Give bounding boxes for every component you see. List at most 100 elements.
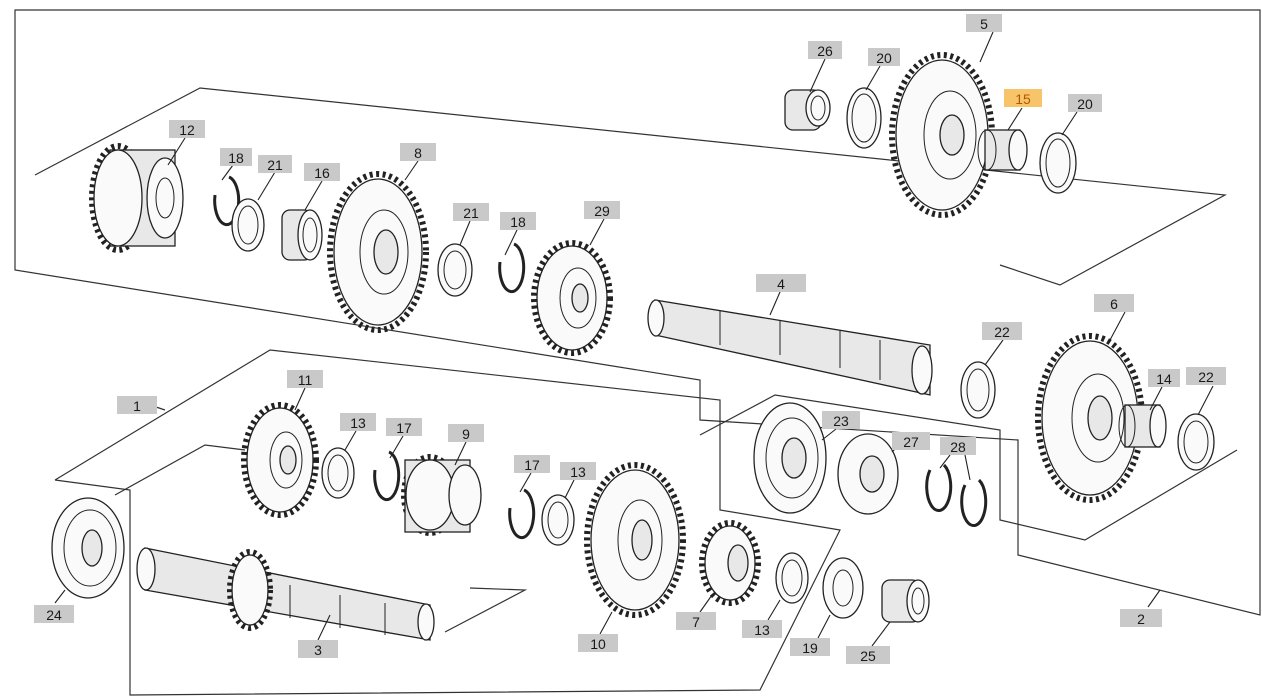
callout-number: 3 — [314, 642, 322, 658]
callout-number: 23 — [833, 413, 849, 429]
callout-box — [822, 411, 860, 429]
callout-22[interactable]: 22 — [1186, 367, 1226, 385]
part-28-circlip-b — [960, 478, 988, 528]
callout-25[interactable]: 25 — [846, 646, 890, 664]
callout-number: 11 — [298, 372, 313, 388]
callout-box — [892, 432, 930, 450]
callout-23[interactable]: 23 — [822, 411, 860, 429]
callout-16[interactable]: 16 — [304, 163, 340, 181]
callout-18[interactable]: 18 — [220, 148, 252, 166]
part-14-bushing — [1118, 404, 1167, 448]
callout-box — [400, 143, 436, 161]
leader-12 — [167, 137, 186, 166]
callout-number: 19 — [802, 640, 818, 656]
part-23-ball-bearing — [753, 402, 827, 514]
leader-13b — [564, 479, 575, 499]
part-26-needle-bearing — [784, 89, 831, 131]
callout-5[interactable]: 5 — [966, 14, 1002, 32]
callout-number: 29 — [594, 203, 610, 219]
callout-14[interactable]: 14 — [1148, 369, 1180, 387]
leader-19 — [817, 614, 831, 639]
callout-29[interactable]: 29 — [584, 201, 620, 219]
callout-9[interactable]: 9 — [448, 424, 484, 442]
leader-21b — [459, 220, 471, 246]
callout-number: 13 — [570, 464, 586, 480]
callout-6[interactable]: 6 — [1094, 294, 1134, 312]
callout-number: 16 — [314, 165, 330, 181]
leader-29 — [589, 218, 605, 246]
leader-4 — [769, 291, 781, 316]
counter-shaft-group-outline — [54, 349, 841, 696]
callout-box — [578, 634, 618, 652]
part-9-gear — [401, 454, 482, 536]
callout-box — [756, 274, 806, 292]
callout-box — [982, 322, 1022, 340]
callout-21[interactable]: 21 — [453, 203, 489, 221]
callout-26[interactable]: 26 — [808, 41, 842, 59]
callout-10[interactable]: 10 — [578, 634, 618, 652]
leader-8 — [404, 160, 419, 181]
callout-box — [298, 640, 338, 658]
callout-24[interactable]: 24 — [34, 605, 74, 623]
callout-21[interactable]: 21 — [258, 155, 292, 173]
callout-number: 17 — [396, 420, 412, 436]
callout-28[interactable]: 28 — [940, 437, 976, 455]
callout-19[interactable]: 19 — [790, 638, 830, 656]
callout-22[interactable]: 22 — [982, 322, 1022, 340]
callout-17[interactable]: 17 — [386, 418, 422, 436]
callout-4[interactable]: 4 — [756, 274, 806, 292]
callout-12[interactable]: 12 — [169, 120, 205, 138]
callout-number: 27 — [903, 434, 919, 450]
callout-13[interactable]: 13 — [560, 462, 596, 480]
right-group-outline — [699, 394, 1238, 541]
callout-11[interactable]: 11 — [287, 370, 323, 388]
callout-number: 8 — [414, 145, 422, 161]
leader-6 — [1109, 311, 1126, 341]
callout-20[interactable]: 20 — [1068, 94, 1102, 112]
part-22-washer-a — [960, 361, 996, 419]
leader-3 — [317, 614, 331, 641]
callout-box — [117, 396, 157, 414]
leader-10 — [599, 611, 613, 635]
callout-box — [966, 14, 1002, 32]
leader-17b — [519, 472, 532, 493]
callout-15[interactable]: 15 — [1004, 89, 1042, 107]
callout-number: 13 — [754, 622, 770, 638]
callout-number: 2 — [1137, 611, 1145, 627]
callout-box — [500, 212, 536, 230]
callout-box — [1004, 89, 1042, 107]
callout-27[interactable]: 27 — [892, 432, 930, 450]
callout-17[interactable]: 17 — [514, 455, 550, 473]
callout-number: 22 — [994, 324, 1010, 340]
callout-13[interactable]: 13 — [340, 413, 376, 431]
leader-28 — [939, 454, 971, 481]
callout-number: 26 — [817, 43, 833, 59]
callout-box — [1148, 369, 1180, 387]
callout-number: 17 — [524, 457, 540, 473]
callout-13[interactable]: 13 — [742, 620, 782, 638]
part-29-gear — [531, 240, 613, 356]
leader-11 — [294, 387, 306, 411]
callout-20[interactable]: 20 — [868, 48, 900, 66]
leader-22a — [984, 339, 1004, 366]
callout-2[interactable]: 2 — [1120, 609, 1162, 627]
callout-3[interactable]: 3 — [298, 640, 338, 658]
upper-shaft-group-outline — [34, 87, 1227, 286]
part-24-ball-bearing — [51, 497, 125, 599]
part-5-gear — [889, 52, 995, 218]
callout-number: 28 — [950, 439, 966, 455]
callout-number: 21 — [267, 157, 283, 173]
callout-box — [1186, 367, 1226, 385]
callout-7[interactable]: 7 — [676, 612, 716, 630]
part-8-gear — [327, 171, 429, 333]
callout-18[interactable]: 18 — [500, 212, 536, 230]
callout-8[interactable]: 8 — [400, 143, 436, 161]
callout-1[interactable]: 1 — [117, 396, 157, 414]
part-20-washer-b — [1039, 132, 1077, 194]
callout-number: 14 — [1156, 371, 1172, 387]
callout-number: 20 — [876, 50, 892, 66]
leader-22b — [1197, 385, 1214, 416]
part-4-mainshaft — [647, 299, 933, 396]
